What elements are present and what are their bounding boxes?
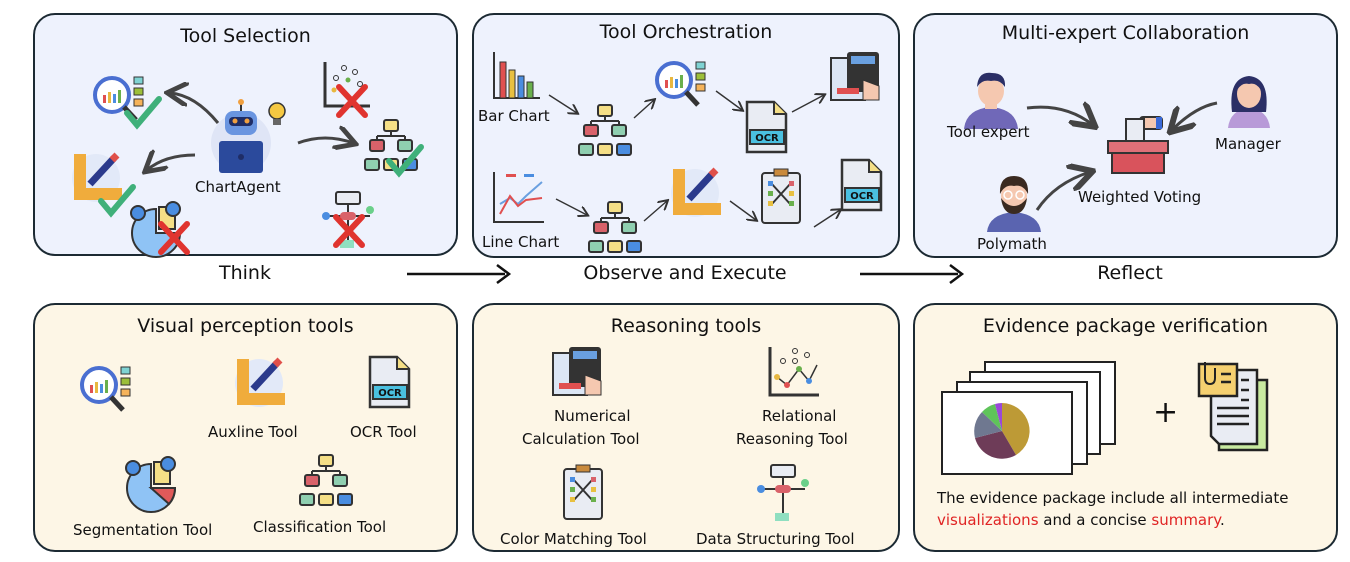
chart-inspection-icon [93, 76, 144, 122]
stage-observe-execute: Observe and Execute [583, 262, 787, 284]
stage-reflect: Reflect [1097, 262, 1163, 284]
chart-inspection-icon [80, 366, 131, 412]
check-icon [98, 184, 136, 218]
panel-title: Reasoning tools [610, 315, 762, 337]
polymath-avatar [987, 176, 1041, 232]
cross-icon [336, 84, 368, 118]
panel-title: Tool Selection [180, 25, 311, 47]
numerical-calculation-icon [552, 347, 602, 396]
relational-scatter-icon [768, 347, 819, 397]
cross-icon [158, 221, 190, 255]
cross-icon [333, 214, 365, 248]
relational-label-line2: Reasoning Tool [736, 430, 848, 448]
numerical-label-line2: Calculation Tool [522, 430, 640, 448]
color-matching-icon [563, 464, 603, 520]
reasoning-tools-panel: Reasoning tools Numerical Calculation To… [472, 303, 900, 552]
pie-chart-thumbnail [974, 403, 1030, 459]
lightbulb-icon [268, 102, 286, 125]
chartagent-robot-icon [211, 99, 271, 173]
description-part2: and a concise [1038, 511, 1152, 529]
tool-orchestration-panel: Tool Orchestration Bar Chart Line Chart … [472, 13, 900, 258]
chart-inspection-icon [655, 61, 706, 107]
ocr-text: OCR [755, 133, 779, 144]
agent-label: ChartAgent [195, 178, 281, 196]
tool-expert-avatar [964, 72, 1018, 129]
check-icon [124, 96, 162, 130]
data-structuring-label: Data Structuring Tool [696, 530, 855, 548]
visualization-stack-icon [941, 361, 1116, 475]
ocr-document-icon: OCR [840, 158, 883, 212]
selection-arrows [35, 15, 460, 258]
tool-expert-label: Tool expert [947, 123, 1030, 141]
bar-chart-label: Bar Chart [478, 107, 550, 125]
visual-perception-panel: Visual perception tools Auxline Tool OCR… [33, 303, 458, 552]
collaboration-arrows [1026, 15, 1218, 211]
tool-selection-panel: Tool Selection ChartAgent [33, 13, 460, 258]
panel-title: Multi-expert Collaboration [1001, 22, 1250, 44]
description-part3: . [1220, 511, 1225, 529]
ocr-text: OCR [850, 191, 874, 202]
segmentation-icon [125, 456, 177, 513]
color-matching-icon [761, 168, 801, 224]
bar-chart-icon [493, 52, 540, 99]
numerical-calculation-icon [830, 52, 880, 101]
description-part1: The evidence package include all interme… [937, 489, 1289, 507]
ocr-document-icon: OCR [368, 355, 411, 409]
classification-icon [299, 454, 353, 506]
ocr-tool-label: OCR Tool [350, 423, 417, 441]
classification-icon [578, 104, 632, 156]
ballot-box-icon [1107, 116, 1169, 174]
stage-think: Think [219, 262, 271, 284]
line-chart-label: Line Chart [482, 233, 560, 251]
summary-document-icon [1197, 362, 1269, 452]
data-structuring-icon [757, 464, 809, 521]
ocr-document-icon: OCR [745, 100, 788, 154]
auxline-icon [235, 357, 285, 407]
manager-avatar [1228, 76, 1270, 128]
panel-title: Evidence package verification [982, 315, 1269, 337]
manager-label: Manager [1215, 135, 1281, 153]
classification-tool-label: Classification Tool [253, 518, 387, 536]
highlight-summary: summary [1151, 511, 1221, 529]
weighted-voting-label: Weighted Voting [1078, 188, 1202, 206]
auxline-icon [72, 152, 122, 202]
panel-title: Tool Orchestration [599, 21, 773, 43]
plus-sign: + [1153, 395, 1179, 430]
check-icon [386, 144, 424, 178]
panel-title: Visual perception tools [137, 315, 354, 337]
highlight-visualizations: visualizations [937, 511, 1039, 529]
segmentation-tool-label: Segmentation Tool [73, 521, 213, 539]
numerical-label-line1: Numerical [554, 407, 631, 425]
flow-arrow [407, 264, 512, 284]
line-chart-icon [493, 172, 544, 223]
orchestration-arrows [548, 90, 902, 228]
classification-icon [588, 201, 642, 253]
color-matching-label: Color Matching Tool [500, 530, 647, 548]
auxline-tool-label: Auxline Tool [208, 423, 298, 441]
multi-expert-panel: Multi-expert Collaboration Tool expert M… [913, 13, 1338, 258]
evidence-description: The evidence package include all interme… [937, 487, 1332, 531]
ocr-text: OCR [378, 388, 402, 399]
evidence-panel: Evidence package verification + The evid… [913, 303, 1338, 552]
polymath-label: Polymath [977, 235, 1047, 253]
auxline-icon [671, 167, 721, 217]
relational-label-line1: Relational [762, 407, 837, 425]
flow-arrow [860, 264, 965, 284]
